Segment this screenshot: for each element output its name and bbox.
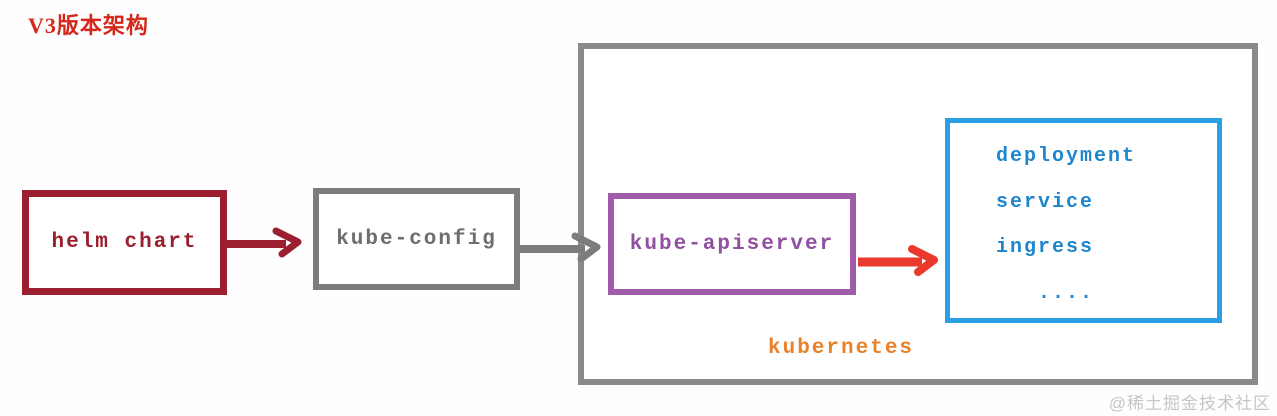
resource-ellipsis: .... bbox=[1038, 281, 1095, 305]
kube-apiserver-node: kube-apiserver bbox=[608, 193, 856, 295]
resource-service: service bbox=[996, 190, 1095, 214]
resource-deployment: deployment bbox=[996, 145, 1137, 168]
resources-node: deployment service ingress .... bbox=[945, 118, 1222, 323]
arrow-apiserver-to-resources bbox=[858, 245, 938, 276]
helm-chart-label: helm chart bbox=[51, 231, 198, 254]
watermark: @稀土掘金技术社区 bbox=[1108, 394, 1271, 413]
kube-config-node: kube-config bbox=[313, 188, 520, 290]
arrow-kubeconfig-to-apiserver bbox=[519, 232, 601, 263]
kube-apiserver-label: kube-apiserver bbox=[629, 232, 835, 256]
arrow-helm-to-kubeconfig bbox=[226, 227, 302, 258]
kubernetes-label: kubernetes bbox=[768, 337, 915, 360]
helm-chart-node: helm chart bbox=[22, 190, 227, 295]
diagram-title: V3版本架构 bbox=[28, 13, 149, 38]
resource-ingress: ingress bbox=[996, 236, 1095, 260]
kube-config-label: kube-config bbox=[336, 227, 497, 251]
